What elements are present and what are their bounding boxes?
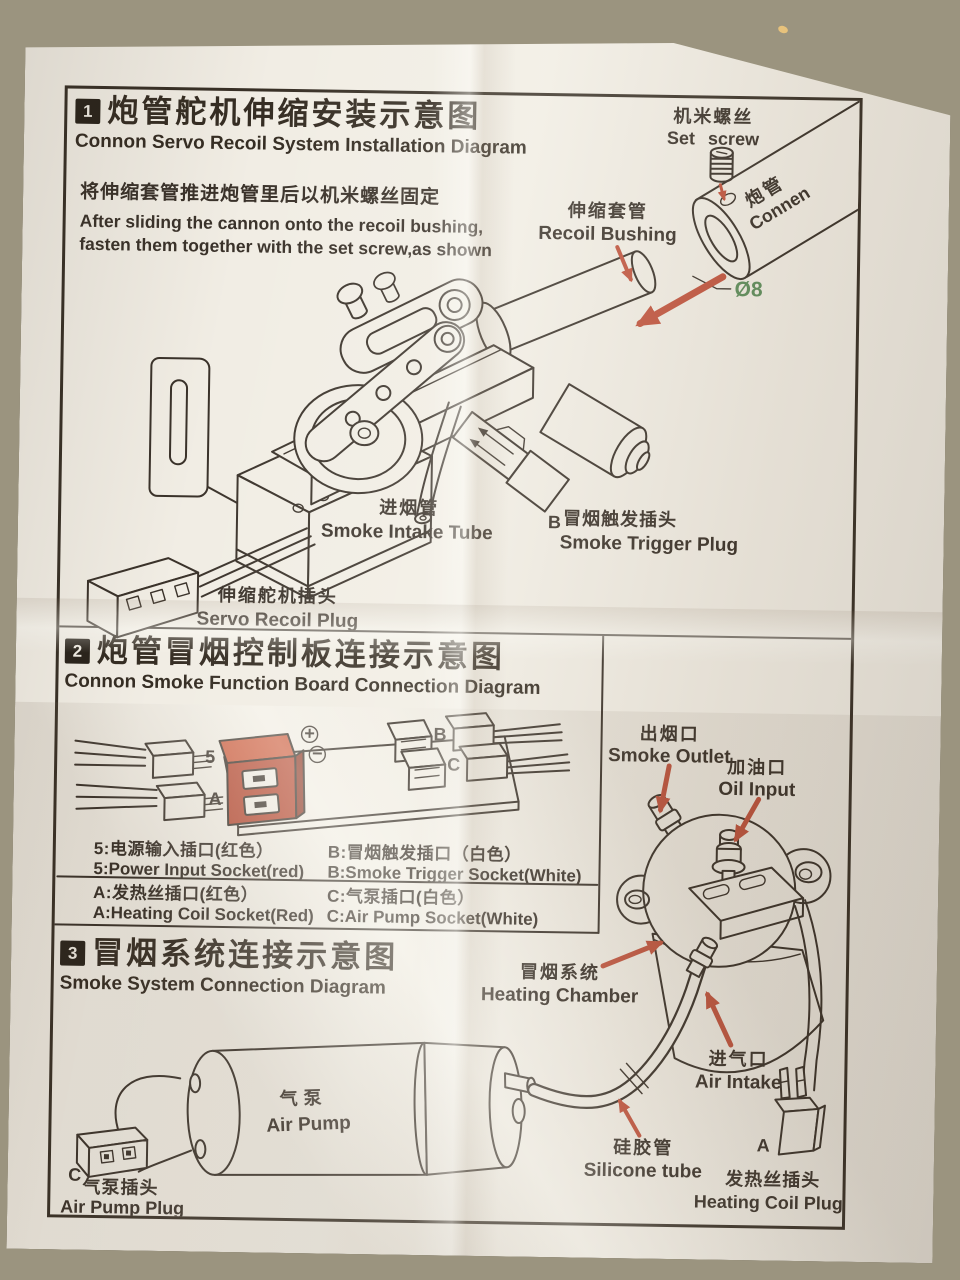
label-silicone-zh: 硅胶管 — [613, 1136, 673, 1158]
section-1-instructions: 将伸缩套管推进炮管里后以机米螺丝固定 After sliding the can… — [79, 177, 493, 263]
legend-trigger-socket-en: B:Smoke Trigger Socket(White) — [327, 862, 582, 886]
legend-trigger-socket: B:冒烟触发插口（白色） B:Smoke Trigger Socket(Whit… — [327, 843, 582, 887]
legend-power-socket: 5:电源输入插口(红色） 5:Power Input Socket(red) — [93, 839, 304, 882]
label-pump-plug-tag: C — [68, 1165, 81, 1185]
smoke-unit-cylinder-drawing — [540, 384, 661, 487]
section-3-number-badge: 3 — [60, 940, 85, 965]
label-oil-en: Oil Input — [718, 779, 796, 801]
air-pump-plug-drawing — [77, 1127, 148, 1178]
board-tag-c: C — [447, 755, 460, 775]
set-screw-arrow — [720, 185, 724, 199]
air-pump-plug-input-drawing — [459, 743, 570, 783]
section-3-title-zh: 冒烟系统连接示意图 — [91, 934, 399, 975]
diagram-canvas: 机米螺丝 Set screw 炮管 Connen Ø8 伸缩套管 Recoil … — [50, 88, 860, 1226]
instruction-zh: 将伸缩套管推进炮管里后以机米螺丝固定 — [79, 181, 441, 209]
label-trigger-en: Smoke Trigger Plug — [559, 532, 738, 556]
label-set-screw-zh: 机米螺丝 — [673, 105, 753, 127]
annotation-arrows — [600, 765, 759, 1137]
servo-plug-drawing — [87, 525, 315, 641]
label-coil-plug-zh: 发热丝插头 — [724, 1168, 820, 1191]
legend-airpump-socket-en: C:Air Pump Socket(White) — [326, 906, 539, 930]
servo-horn-drawing — [293, 312, 471, 494]
section-2-number-badge: 2 — [65, 638, 90, 663]
label-trigger-tag: B — [548, 512, 561, 532]
label-servo-plug-en: Servo Recoil Plug — [196, 609, 358, 633]
section-1-number-badge: 1 — [75, 99, 100, 124]
silicone-tube-drawing — [534, 962, 700, 1104]
air-pump-drawing — [186, 1041, 536, 1180]
label-outlet-en: Smoke Outlet — [608, 745, 731, 768]
smoke-board-drawing — [74, 707, 570, 841]
air-intake-fitting — [683, 934, 721, 979]
recoil-bushing-drawing — [469, 239, 664, 368]
legend-heating-socket-en: A:Heating Coil Socket(Red) — [92, 903, 314, 926]
mount-bracket-drawing — [149, 358, 282, 526]
label-bushing-en: Recoil Bushing — [538, 223, 677, 246]
label-air-intake-zh: 进气口 — [708, 1048, 768, 1070]
smoke-intake-tube-drawing — [414, 402, 461, 525]
legend-heating-socket: A:发热丝插口(红色） A:Heating Coil Socket(Red) — [93, 883, 315, 927]
heating-coil-plug-drawing — [769, 1064, 829, 1159]
label-bushing-zh: 伸缩套管 — [567, 199, 648, 221]
label-oil-zh: 加油口 — [726, 756, 787, 778]
section-3-header: 3 冒烟系统连接示意图 Smoke System Connection Diag… — [60, 936, 399, 999]
board-tag-b: B — [433, 724, 446, 744]
label-pump-plug-en: Air Pump Plug — [60, 1196, 184, 1218]
label-diameter: Ø8 — [734, 278, 763, 301]
label-servo-plug-zh: 伸缩舵机插头 — [217, 584, 338, 607]
label-silicone-en: Silicone tube — [584, 1160, 703, 1183]
board-tag-5: 5 — [205, 747, 215, 767]
bushing-arrow — [617, 247, 632, 279]
pump-wire — [115, 1075, 180, 1134]
label-coil-plug-tag: A — [757, 1135, 770, 1155]
label-air-intake-en: Air Intake — [695, 1071, 782, 1093]
section-dividers — [55, 626, 852, 936]
label-set-screw-en: Set screw — [667, 128, 760, 149]
section-1-header: 1 炮管舵机伸缩安装示意图 Connon Servo Recoil System… — [75, 95, 528, 160]
cap-plate-drawing — [333, 272, 490, 380]
section-2-header: 2 炮管冒烟控制板连接示意图 Connon Smoke Function Boa… — [64, 634, 541, 699]
pump-wire — [139, 1150, 191, 1173]
label-chamber-en: Heating Chamber — [481, 984, 639, 1007]
legend-airpump-socket: C:气泵插口(白色） C:Air Pump Socket(White) — [327, 887, 539, 930]
label-coil-plug-en: Heating Coil Plug — [694, 1191, 843, 1213]
label-intake-zh: 进烟管 — [379, 496, 439, 518]
board-minus: − — [312, 743, 323, 763]
diagram-frame: 机米螺丝 Set screw 炮管 Connen Ø8 伸缩套管 Recoil … — [47, 85, 863, 1229]
white-sockets-drawing — [387, 720, 446, 791]
section-2-title-zh: 炮管冒烟控制板连接示意图 — [96, 633, 506, 675]
label-chamber-zh: 冒烟系统 — [520, 961, 600, 983]
instruction-sheet: 机米螺丝 Set screw 炮管 Connen Ø8 伸缩套管 Recoil … — [7, 33, 952, 1263]
label-outlet-zh: 出烟口 — [640, 723, 700, 745]
label-pump-zh: 气泵 — [278, 1086, 328, 1109]
set-screw-drawing — [710, 148, 733, 182]
section-1-title-zh: 炮管舵机伸缩安装示意图 — [107, 93, 482, 134]
servo-recoil-assembly-drawing — [87, 88, 860, 650]
red-sockets-drawing — [218, 733, 305, 826]
recoil-direction-arrow — [640, 275, 723, 324]
label-pump-plug-zh: 气泵插头 — [81, 1176, 158, 1198]
legend-power-socket-en: 5:Power Input Socket(red) — [93, 859, 305, 882]
label-trigger-zh: 冒烟触发插头 — [563, 507, 677, 530]
top-knob-drawing — [371, 269, 404, 305]
smoke-trigger-plug-drawing — [450, 404, 572, 512]
diameter-leader-line — [693, 276, 731, 289]
board-plus: + — [304, 723, 315, 743]
label-intake-en: Smoke Intake Tube — [321, 521, 493, 545]
power-input-plug-drawing — [75, 739, 212, 779]
heating-chamber-drawing — [614, 790, 832, 1092]
board-tag-a: A — [208, 789, 221, 809]
top-knob-drawing — [334, 280, 373, 323]
label-pump-en: Air Pump — [266, 1113, 351, 1137]
heating-coil-plug-input-drawing — [76, 781, 223, 821]
